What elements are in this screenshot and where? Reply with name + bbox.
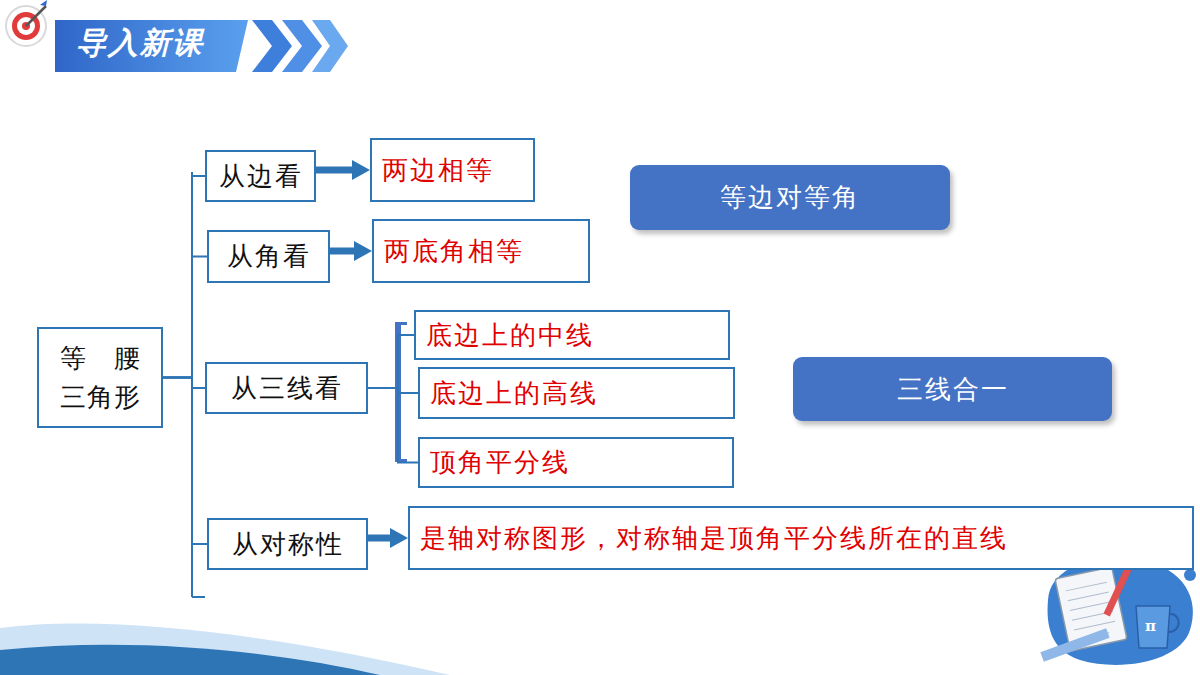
summary-pill: 三线合一 — [793, 357, 1112, 421]
property-box: 顶角平分线 — [418, 437, 734, 488]
summary-pill: 等边对等角 — [630, 165, 950, 230]
box-text: 从角看 — [227, 239, 311, 274]
property-box: 是轴对称图形，对称轴是顶角平分线所在的直线 — [408, 506, 1194, 570]
drawing-part — [1068, 592, 1109, 601]
bottom-wave — [0, 645, 380, 675]
box-text: 等腰 三角形 — [60, 339, 141, 417]
branch-line — [163, 257, 207, 378]
dart-fin — [40, 0, 47, 6]
block-arrow — [330, 248, 360, 255]
branch-line — [163, 378, 207, 545]
branch-line — [368, 335, 414, 388]
block-arrow — [368, 535, 396, 542]
bottom-wave — [0, 623, 450, 675]
drawing-part — [1066, 582, 1107, 591]
property-box: 底边上的中线 — [414, 310, 730, 360]
cup-symbol: π — [1145, 617, 1156, 635]
drawing-part — [1070, 602, 1111, 611]
cup — [1136, 606, 1170, 648]
property-box: 底边上的高线 — [418, 367, 735, 419]
banner-chevron — [282, 20, 322, 72]
ruler — [1040, 628, 1109, 661]
box-text: 底边上的中线 — [426, 318, 594, 353]
drawing-part — [1074, 621, 1115, 630]
box-text: 是轴对称图形，对称轴是顶角平分线所在的直线 — [420, 521, 1008, 556]
aspect-box: 从三线看 — [205, 362, 368, 414]
box-text: 从边看 — [219, 159, 303, 194]
box-text: 从对称性 — [232, 527, 344, 562]
topic-box: 等腰 三角形 — [37, 327, 163, 428]
banner-chevron — [312, 20, 348, 72]
aspect-box: 从边看 — [205, 150, 316, 202]
dartboard-icon — [6, 0, 47, 46]
banner-chevron — [252, 20, 292, 72]
dart — [26, 6, 46, 26]
property-box: 两底角相等 — [372, 219, 590, 283]
blob-dot — [1184, 569, 1196, 581]
box-text: 两边相等 — [382, 153, 494, 188]
box-text: 顶角平分线 — [430, 445, 570, 480]
branch-line — [163, 378, 205, 389]
dartboard-ring — [6, 6, 46, 46]
box-text: 底边上的高线 — [430, 376, 598, 411]
box-text: 三线合一 — [897, 372, 1009, 407]
box-text: 从三线看 — [231, 371, 343, 406]
branch-line — [163, 176, 205, 378]
aspect-box: 从对称性 — [207, 518, 368, 570]
box-text: 等边对等角 — [720, 180, 860, 215]
brace-tick — [192, 596, 205, 598]
cup-handle — [1168, 614, 1179, 632]
branch-line — [368, 388, 418, 463]
property-box: 两边相等 — [370, 138, 535, 202]
block-arrow — [316, 167, 358, 174]
bracket-tick — [395, 322, 407, 325]
title-banner — [55, 20, 248, 72]
box-text: 两底角相等 — [384, 234, 524, 269]
aspect-box: 从角看 — [207, 230, 330, 283]
slide-title: 导入新课 — [76, 23, 204, 64]
